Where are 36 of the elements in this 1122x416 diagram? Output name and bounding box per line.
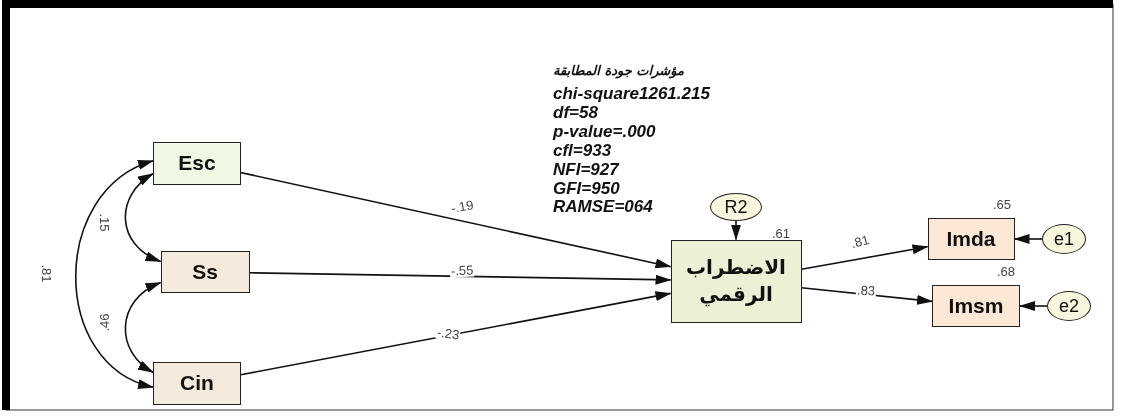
edge-label: -.19 [449, 197, 476, 215]
fit-index: chi-square1261.215 [553, 85, 710, 102]
variable-box: Esc [153, 141, 241, 185]
fit-index: RAMSE=064 [553, 198, 653, 216]
edge-label: .46 [97, 311, 111, 333]
arrow [800, 244, 929, 271]
error-ellipse: e1 [1042, 224, 1086, 254]
arrow [240, 291, 672, 376]
coefficient-label: .65 [993, 197, 1012, 212]
arrow [240, 171, 672, 269]
fit-index: cfl=933 [553, 141, 612, 159]
arrow [731, 220, 741, 241]
fit-index: GFI=950 [553, 179, 620, 197]
coefficient-label: .68 [997, 264, 1016, 279]
arrow [74, 160, 154, 389]
fit-heading: مؤشرات جودة المطابقة [553, 64, 684, 77]
edge-label: .15 [97, 211, 111, 233]
variable-box: Cin [153, 361, 241, 405]
edge-label: -.55 [449, 263, 475, 277]
arrow [1013, 234, 1043, 244]
coefficient-label: .61 [772, 226, 791, 241]
arrow [1019, 301, 1048, 311]
variable-box: Imda [927, 218, 1015, 260]
edge-label: .81 [39, 262, 53, 284]
fit-index: NFI=927 [553, 160, 619, 178]
variable-box: Imsm [932, 285, 1020, 327]
fit-index: df=58 [553, 103, 598, 121]
arrow [248, 271, 672, 285]
arrow [124, 281, 162, 374]
error-ellipse: e2 [1047, 291, 1091, 321]
fit-index: p-value=.000 [553, 122, 656, 140]
edge-label: .83 [855, 283, 877, 297]
error-ellipse: R2 [710, 193, 762, 221]
arrow [124, 172, 162, 263]
variable-box: Ss [160, 251, 250, 293]
variable-box: الاضطراب الرقمي [670, 239, 802, 323]
